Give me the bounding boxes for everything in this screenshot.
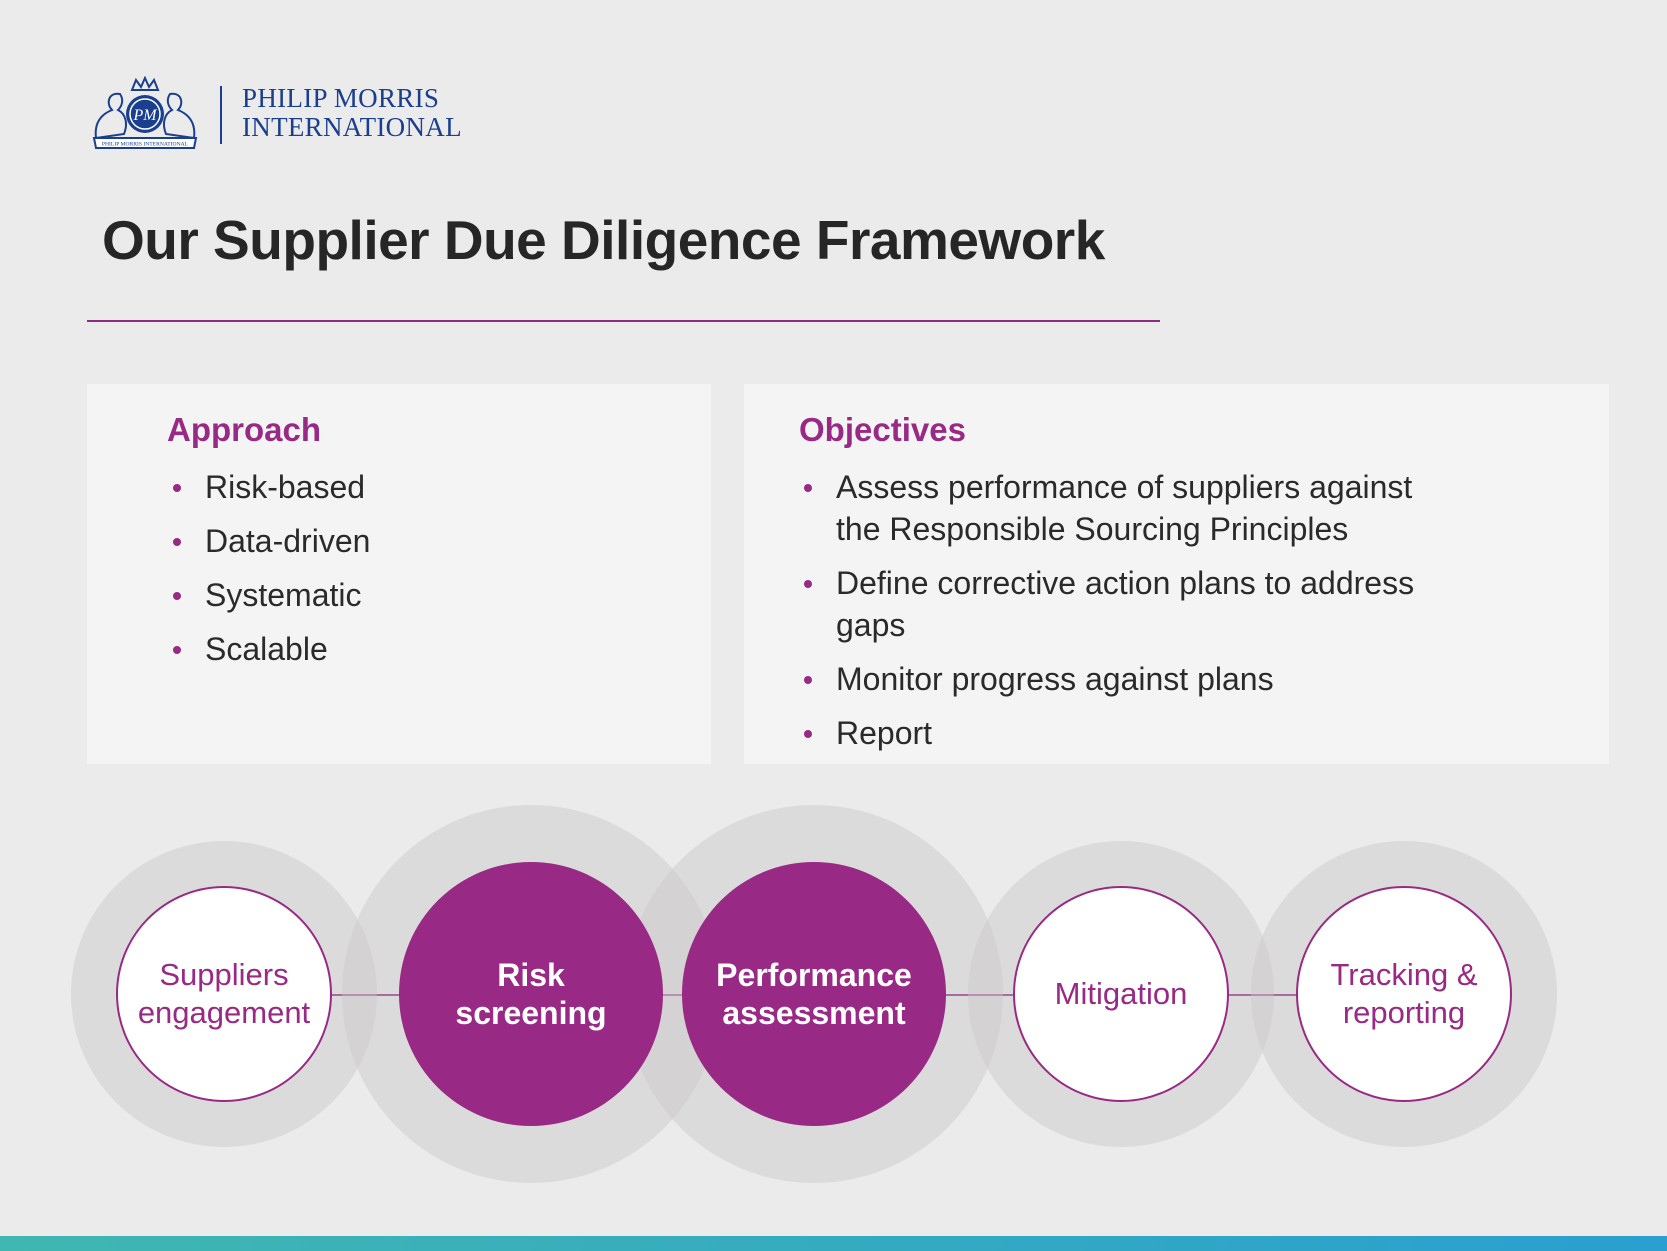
- approach-item: Data-driven: [171, 520, 370, 562]
- title-underline: [87, 320, 1160, 322]
- page-title: Our Supplier Due Diligence Framework: [102, 209, 1105, 271]
- approach-list: Risk-based Data-driven Systematic Scalab…: [171, 466, 370, 682]
- approach-item: Systematic: [171, 574, 370, 616]
- objectives-item: Report: [802, 712, 1456, 754]
- logo-line-2: INTERNATIONAL: [242, 112, 462, 142]
- flow-connector-line: [945, 994, 1017, 996]
- pmi-logo: PM PHILIP MORRIS INTERNATIONAL PHILIP MO…: [90, 76, 462, 152]
- crest-ribbon-text: PHILIP MORRIS INTERNATIONAL: [102, 142, 189, 148]
- objectives-heading: Objectives: [799, 411, 966, 448]
- objectives-panel: Objectives Assess performance of supplie…: [744, 384, 1609, 764]
- pmi-crest-icon: PM PHILIP MORRIS INTERNATIONAL: [92, 76, 198, 149]
- approach-heading: Approach: [167, 411, 322, 448]
- approach-item: Scalable: [171, 628, 370, 670]
- step-risk-screening: Risk screening: [399, 862, 663, 1126]
- step-label: Tracking & reporting: [1330, 957, 1478, 1030]
- step-label: Suppliers engagement: [137, 957, 311, 1030]
- approach-panel: Approach Risk-based Data-driven Systemat…: [87, 384, 711, 764]
- bottom-gradient-bar: [0, 1236, 1667, 1251]
- step-mitigation: Mitigation: [1013, 886, 1229, 1102]
- objectives-item: Monitor progress against plans: [802, 658, 1456, 700]
- logo-line-1: PHILIP MORRIS: [242, 83, 440, 113]
- step-performance-assessment: Performance assessment: [682, 862, 946, 1126]
- process-flow: Suppliers engagement Risk screening Perf…: [0, 790, 1667, 1210]
- crest-monogram: PM: [132, 107, 158, 124]
- logo-divider: [220, 86, 222, 144]
- step-label: Mitigation: [1054, 976, 1188, 1011]
- step-label: Risk screening: [455, 957, 607, 1031]
- objectives-list: Assess performance of suppliers against …: [802, 466, 1456, 766]
- objectives-item: Define corrective action plans to addres…: [802, 562, 1456, 646]
- step-suppliers-engagement: Suppliers engagement: [116, 886, 332, 1102]
- step-label: Performance assessment: [716, 957, 912, 1031]
- step-tracking-reporting: Tracking & reporting: [1296, 886, 1512, 1102]
- logo-wordmark: PHILIP MORRIS INTERNATIONAL: [242, 84, 462, 142]
- flow-connector-line: [330, 994, 416, 996]
- approach-item: Risk-based: [171, 466, 370, 508]
- flow-connector-line: [658, 994, 688, 996]
- objectives-item: Assess performance of suppliers against …: [802, 466, 1456, 550]
- flow-connector-line: [1227, 994, 1299, 996]
